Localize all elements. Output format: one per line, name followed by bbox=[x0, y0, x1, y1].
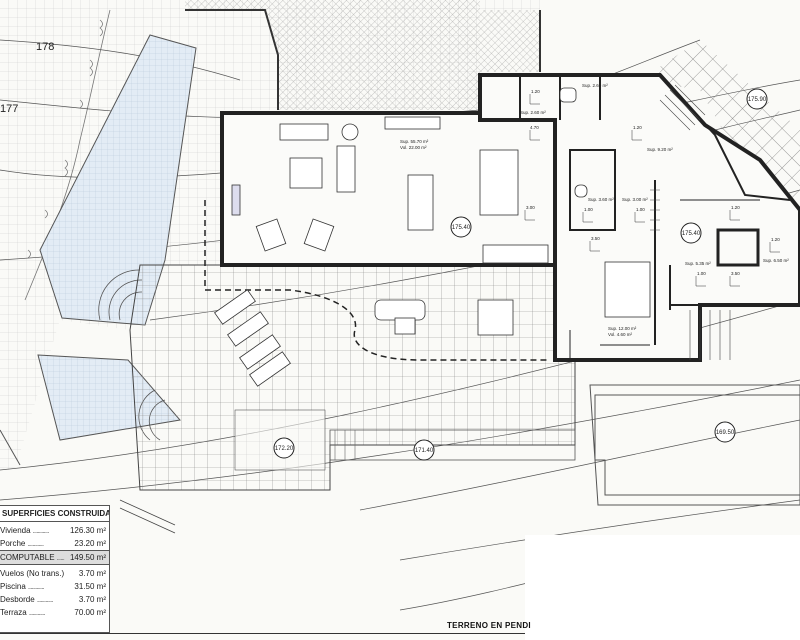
blank-area bbox=[525, 535, 800, 640]
dots: ............. bbox=[27, 582, 45, 591]
stairs bbox=[650, 84, 731, 360]
dots: ...... bbox=[56, 553, 65, 562]
room-labels: Sup. 55.70 m² Vol. 22.00 m² Sup. 2.60 m²… bbox=[400, 83, 789, 337]
room-volume: Vol. 22.00 m² bbox=[400, 145, 427, 150]
svg-text:3.50: 3.50 bbox=[591, 236, 600, 241]
svg-text:3.00: 3.00 bbox=[526, 205, 535, 210]
row-value: 70.00 m² bbox=[74, 608, 106, 617]
room-area: Sup. 9.20 m² bbox=[647, 147, 673, 152]
row-value: 23.20 m² bbox=[74, 539, 106, 548]
row-label: Piscina bbox=[0, 582, 26, 591]
row-value: 31.50 m² bbox=[74, 582, 106, 591]
dots: ............. bbox=[27, 539, 44, 548]
terrace bbox=[129, 264, 576, 491]
svg-text:4.70: 4.70 bbox=[530, 125, 539, 130]
row-value: 3.70 m² bbox=[78, 595, 106, 604]
svg-text:1.20: 1.20 bbox=[633, 125, 642, 130]
room-area: Sup. 6.50 m² bbox=[763, 258, 789, 263]
summary-row: Piscina............. 31.50 m² bbox=[0, 580, 109, 593]
room-area: Sup. 2.60 m² bbox=[520, 110, 546, 115]
row-value: 126.30 m² bbox=[69, 526, 106, 535]
svg-text:1.20: 1.20 bbox=[531, 89, 540, 94]
summary-row: Vuelos (No trans.) 3.70 m² bbox=[0, 567, 109, 580]
svg-text:175.40: 175.40 bbox=[682, 231, 701, 237]
svg-text:1.00: 1.00 bbox=[697, 271, 706, 276]
dots: ............. bbox=[32, 526, 50, 535]
summary-row: Porche............. 23.20 m² bbox=[0, 537, 109, 550]
level-marker: 171.40 bbox=[413, 439, 435, 461]
room-area: Sup. 55.70 m² bbox=[400, 139, 429, 144]
surface-summary-table: SUPERFICIES CONSTRUIDAS Vivienda........… bbox=[0, 505, 110, 633]
hatched-paving bbox=[185, 0, 541, 110]
row-label: Porche bbox=[0, 539, 26, 548]
svg-text:1.20: 1.20 bbox=[731, 205, 740, 210]
dots: ............. bbox=[28, 608, 46, 617]
row-label: Terraza bbox=[0, 608, 27, 617]
room-area: Sup. 12.00 m² bbox=[608, 326, 637, 331]
svg-text:175.90: 175.90 bbox=[748, 97, 767, 103]
furniture bbox=[214, 87, 651, 387]
level-marker: 172.20 bbox=[273, 437, 295, 459]
lower-yard bbox=[589, 384, 800, 506]
svg-text:171.40: 171.40 bbox=[415, 448, 434, 454]
room-volume: Vol. 4.60 m² bbox=[608, 332, 633, 337]
row-value: 149.50 m² bbox=[69, 553, 106, 562]
room-area: Sup. 3.00 m² bbox=[622, 197, 648, 202]
frame-line bbox=[0, 633, 525, 634]
row-value: 3.70 m² bbox=[78, 569, 106, 578]
summary-total-row: COMPUTABLE...... 149.50 m² bbox=[0, 550, 109, 565]
svg-text:1.00: 1.00 bbox=[636, 207, 645, 212]
dimension-marks: 4.70 1.20 1.20 3.00 1.00 1.00 3.50 1.00 … bbox=[524, 89, 780, 287]
contour-label: 177 bbox=[0, 103, 18, 115]
row-label: Desborde bbox=[0, 595, 35, 604]
row-label: COMPUTABLE bbox=[0, 553, 55, 562]
contour-label: 178 bbox=[36, 41, 54, 53]
svg-text:3.50: 3.50 bbox=[731, 271, 740, 276]
row-label: Vivienda bbox=[0, 526, 31, 535]
room-area: Sup. 5.35 m² bbox=[685, 261, 711, 266]
terrain-label: TERRENO EN PENDI bbox=[447, 621, 531, 630]
summary-row: Desborde............. 3.70 m² bbox=[0, 593, 109, 606]
porch-outline bbox=[204, 200, 548, 361]
level-markers: 175.40 175.90 175.40 172.20 171.40 169.5… bbox=[273, 88, 768, 461]
summary-row: Vivienda............. 126.30 m² bbox=[0, 524, 109, 537]
edge bbox=[0, 429, 21, 466]
room-area: Sup. 2.60 m² bbox=[582, 83, 608, 88]
svg-text:1.20: 1.20 bbox=[771, 237, 780, 242]
row-label: Vuelos (No trans.) bbox=[0, 569, 65, 578]
house-walls bbox=[220, 73, 800, 362]
level-marker: 175.90 bbox=[746, 88, 768, 110]
svg-text:1.00: 1.00 bbox=[584, 207, 593, 212]
level-marker: 175.40 bbox=[450, 216, 472, 238]
dots bbox=[64, 568, 79, 579]
summary-title: SUPERFICIES CONSTRUIDAS bbox=[0, 506, 109, 522]
room-area: Sup. 3.60 m² bbox=[588, 197, 614, 202]
dots: ............. bbox=[36, 595, 54, 604]
level-marker: 175.40 bbox=[680, 222, 702, 244]
svg-text:175.40: 175.40 bbox=[452, 225, 471, 231]
svg-text:172.20: 172.20 bbox=[275, 446, 294, 452]
level-marker: 169.50 bbox=[714, 421, 736, 443]
svg-text:169.50: 169.50 bbox=[716, 430, 735, 436]
summary-row: Terraza............. 70.00 m² bbox=[0, 606, 109, 619]
